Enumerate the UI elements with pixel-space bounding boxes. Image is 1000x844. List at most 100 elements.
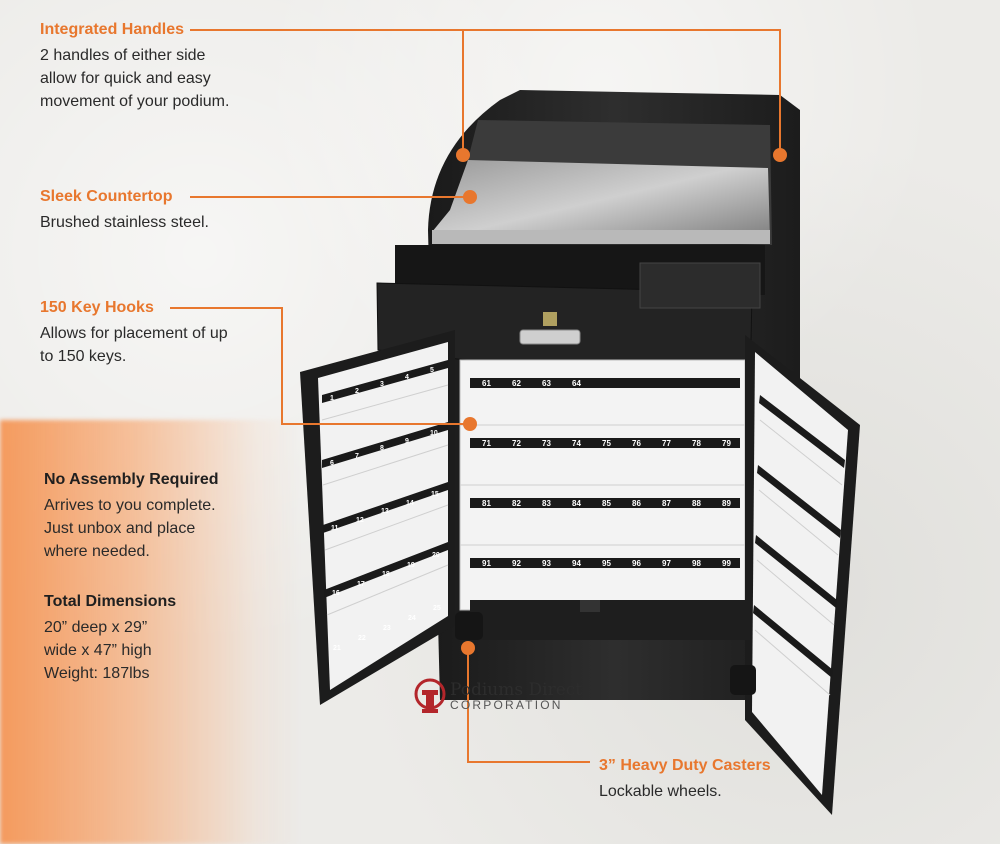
svg-text:1: 1 (330, 395, 334, 402)
orange-accent-gradient (0, 420, 300, 844)
svg-text:17: 17 (357, 581, 365, 588)
svg-text:81: 81 (482, 499, 491, 508)
svg-text:12: 12 (356, 517, 364, 524)
feature-title: Total Dimensions (44, 593, 177, 610)
center-key-labels: 61 62 63 64 71 72 73 74 75 76 77 78 79 8… (482, 379, 731, 568)
svg-text:86: 86 (632, 499, 641, 508)
svg-text:8: 8 (380, 445, 384, 452)
svg-text:89: 89 (722, 499, 731, 508)
svg-text:88: 88 (692, 499, 701, 508)
svg-text:85: 85 (602, 499, 611, 508)
handles-right-dot (773, 148, 787, 162)
countertop-dot (463, 190, 477, 204)
svg-text:78: 78 (692, 439, 701, 448)
left-door-key-labels: 1 2 3 4 5 6 7 8 9 10 11 12 13 14 15 16 1… (330, 367, 441, 652)
svg-text:84: 84 (572, 499, 581, 508)
hooks-dot (463, 417, 477, 431)
svg-text:16: 16 (332, 590, 340, 597)
handles-left-dot (456, 148, 470, 162)
svg-text:63: 63 (542, 379, 551, 388)
cabinet-base (470, 600, 750, 640)
svg-text:91: 91 (482, 559, 491, 568)
feature-title: Sleek Countertop (40, 188, 173, 205)
svg-text:77: 77 (662, 439, 671, 448)
svg-text:4: 4 (405, 374, 409, 381)
feature-sleek-countertop: Sleek Countertop Brushed stainless steel… (40, 187, 209, 234)
feature-title: No Assembly Required (44, 471, 219, 488)
svg-text:75: 75 (602, 439, 611, 448)
podium-logo-icon (414, 678, 446, 713)
svg-text:79: 79 (722, 439, 731, 448)
svg-text:82: 82 (512, 499, 521, 508)
svg-text:20: 20 (432, 552, 440, 559)
svg-text:15: 15 (431, 491, 439, 498)
feature-desc: Allows for placement of up to 150 keys. (40, 325, 228, 365)
feature-no-assembly: No Assembly Required Arrives to you comp… (44, 470, 219, 563)
svg-text:72: 72 (512, 439, 521, 448)
svg-text:23: 23 (383, 625, 391, 632)
hooks-callout-line (170, 307, 470, 425)
feature-title: Integrated Handles (40, 21, 185, 38)
svg-text:96: 96 (632, 559, 641, 568)
drawer-lock (543, 312, 557, 326)
caster-wheels (455, 600, 756, 695)
svg-text:3: 3 (380, 381, 384, 388)
key-number-strips (322, 360, 845, 678)
svg-text:21: 21 (333, 645, 341, 652)
svg-text:62: 62 (512, 379, 521, 388)
logo-subtitle: CORPORATION (450, 697, 563, 712)
cash-box (639, 262, 761, 309)
svg-text:97: 97 (662, 559, 671, 568)
feature-desc: Arrives to you complete. Just unbox and … (44, 497, 216, 560)
svg-text:19: 19 (407, 562, 415, 569)
svg-text:22: 22 (358, 635, 366, 642)
svg-text:98: 98 (692, 559, 701, 568)
svg-text:14: 14 (406, 500, 414, 507)
svg-text:9: 9 (405, 438, 409, 445)
feature-desc: 2 handles of either side allow for quick… (40, 47, 230, 110)
stainless-countertop (432, 160, 770, 240)
svg-text:83: 83 (542, 499, 551, 508)
logo-name: Podiums Direct (450, 679, 583, 700)
feature-title: 3” Heavy Duty Casters (599, 757, 771, 774)
feature-desc: Brushed stainless steel. (40, 214, 209, 231)
podiums-direct-logo: Podiums Direct CORPORATION (414, 678, 582, 714)
left-door-panel (318, 342, 448, 690)
svg-text:73: 73 (542, 439, 551, 448)
key-grid-lines (321, 384, 843, 696)
feature-heavy-duty-casters: 3” Heavy Duty Casters Lockable wheels. (599, 756, 771, 803)
svg-text:7: 7 (355, 453, 359, 460)
svg-text:92: 92 (512, 559, 521, 568)
svg-text:74: 74 (572, 439, 581, 448)
handles-callout-line-right (463, 29, 781, 155)
feature-total-dimensions: Total Dimensions 20” deep x 29” wide x 4… (44, 592, 176, 685)
svg-text:25: 25 (433, 605, 441, 612)
svg-text:95: 95 (602, 559, 611, 568)
svg-text:87: 87 (662, 499, 671, 508)
svg-text:76: 76 (632, 439, 641, 448)
svg-text:10: 10 (430, 430, 438, 437)
svg-text:5: 5 (430, 367, 434, 374)
svg-text:93: 93 (542, 559, 551, 568)
feature-integrated-handles: Integrated Handles 2 handles of either s… (40, 20, 229, 113)
casters-callout-line (467, 648, 590, 763)
svg-text:71: 71 (482, 439, 491, 448)
svg-text:24: 24 (408, 615, 416, 622)
svg-text:11: 11 (331, 525, 339, 532)
drawer-handle (519, 329, 581, 345)
svg-text:64: 64 (572, 379, 581, 388)
casters-dot (461, 641, 475, 655)
svg-text:18: 18 (382, 571, 390, 578)
countertop-edge (432, 230, 770, 244)
handles-callout-line (190, 29, 464, 155)
svg-text:13: 13 (381, 508, 389, 515)
svg-text:99: 99 (722, 559, 731, 568)
feature-title: 150 Key Hooks (40, 299, 154, 316)
feature-key-hooks: 150 Key Hooks Allows for placement of up… (40, 298, 228, 368)
svg-text:94: 94 (572, 559, 581, 568)
feature-desc: 20” deep x 29” wide x 47” high Weight: 1… (44, 619, 152, 682)
feature-desc: Lockable wheels. (599, 783, 722, 800)
svg-text:6: 6 (330, 460, 334, 467)
svg-text:61: 61 (482, 379, 491, 388)
